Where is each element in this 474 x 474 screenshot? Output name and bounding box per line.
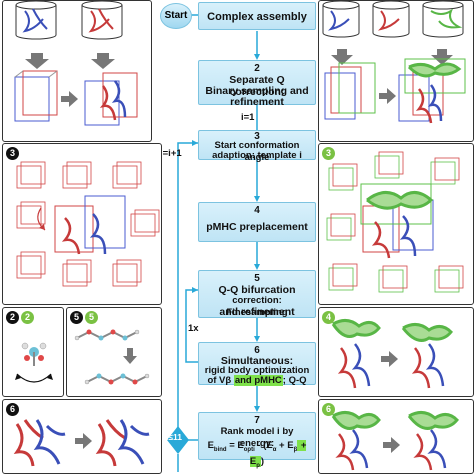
panel-1-left-art [14,1,138,126]
energy-eq: = E [226,440,244,451]
panel-1-left [2,0,152,142]
step-7-line-1: Rank model i by energy: [220,426,294,449]
step-5-line-2: correction: Finesampling [226,295,288,318]
badge-3-right: 3 [322,147,335,160]
step-6-number: 6 [254,345,260,356]
panel-2-art [15,342,53,383]
energy-beta-sub: β [293,446,298,453]
energy-e: E [207,440,214,451]
step-q-correction: 2 Separate Q correction: Binary sampling… [198,60,316,108]
panel-4-right: 4 [318,307,474,397]
step-simultaneous-optimization: 6 Simultaneous: rigid body optimization … [198,342,316,387]
energy-alpha-sub: α [272,446,277,453]
energy-formula: Ebind = Eopti - (Eα + Eβ + Ep) [203,440,311,472]
panel-3-right-art [326,151,464,293]
panel-6-right: 6 [318,399,474,474]
step-1-text: Complex assembly [207,11,307,23]
energy-plus2: + E [249,440,307,467]
panel-5-small: 5 5 [66,307,162,397]
panel-3-right: 3 [318,143,474,305]
energy-close: ) [260,455,265,467]
panel-5-art [74,329,150,385]
energy-p-sub: p [256,462,260,469]
step-qq-bifurcation: 5 Q-Q bifurcation correction: Finesampli… [198,270,316,318]
step-complex-assembly: Complex assembly [198,2,316,30]
step-2-line-2: Binary sampling and [205,85,309,97]
panel-6-right-art [331,411,460,471]
panel-2-small: 2 2 [2,307,64,397]
step-2-line-1: Separate Q correction: [229,74,285,98]
step-2-line-3: refinement [230,96,284,108]
badge-5-dark: 5 [70,311,83,324]
step-start-conformation: 3 Start conformation angle adaption: tem… [198,130,316,163]
step-3-line-2: adaption: template i [212,150,302,161]
panel-4-art [331,319,454,389]
badge-3-left: 3 [6,147,19,160]
step-6-vb: of Vβ [207,375,232,386]
energy-bind-sub: bind [213,446,227,453]
step-pmhc-preplacement: 4 pMHC preplacement [198,202,316,242]
i-increment-label: i=i+1 [160,148,182,159]
badge-2-dark: 2 [6,311,19,324]
step-6-qq: ; Q-Q [282,375,307,386]
step-5-number: 5 [254,273,260,284]
i-init-label: i=1 [241,112,255,123]
step-3-line-1: Start conformation angle [214,140,300,163]
panel-6-left: 6 [2,399,162,474]
step-4-number: 4 [254,205,260,216]
badge-6-left: 6 [6,403,19,416]
repeat-label: 1x [188,323,199,334]
badge-4: 4 [322,311,335,324]
step-5-line-1: Q-Q bifurcation [218,284,296,296]
step-rank-model: 7 Rank model i by energy: Ebind = Eopti … [198,412,316,469]
start-node: Start [160,3,192,29]
step-4-line-1: pMHC preplacement [206,221,308,233]
step-6-line-2: rigid body optimization [204,365,310,376]
panel-6-left-art [13,419,150,467]
panel-1-right [318,0,474,142]
badge-6-right: 6 [322,403,335,416]
step-7-number: 7 [254,415,260,426]
start-label: Start [164,10,188,21]
step-6-line-3: of Vβ and pMHC; Q-Q [203,375,311,387]
condition-label: i≤11 [166,432,183,442]
energy-dash: - (E [254,440,273,451]
step-3-number: 3 [254,131,260,142]
panel-1-right-art [322,1,466,124]
step-5-line-3: and refinement [219,306,295,318]
step-6-line-1: Simultaneous: [220,355,294,367]
energy-plus: + E [276,440,294,451]
energy-opti-sub: opti [243,446,255,453]
panel-3-left-art [16,161,160,287]
badge-2-green: 2 [21,311,34,324]
badge-5-green: 5 [85,311,98,324]
step-2-number: 2 [254,63,260,74]
step-6-pmhc-highlight: and pMHC [233,375,283,386]
panel-3-left: 3 [2,143,162,305]
